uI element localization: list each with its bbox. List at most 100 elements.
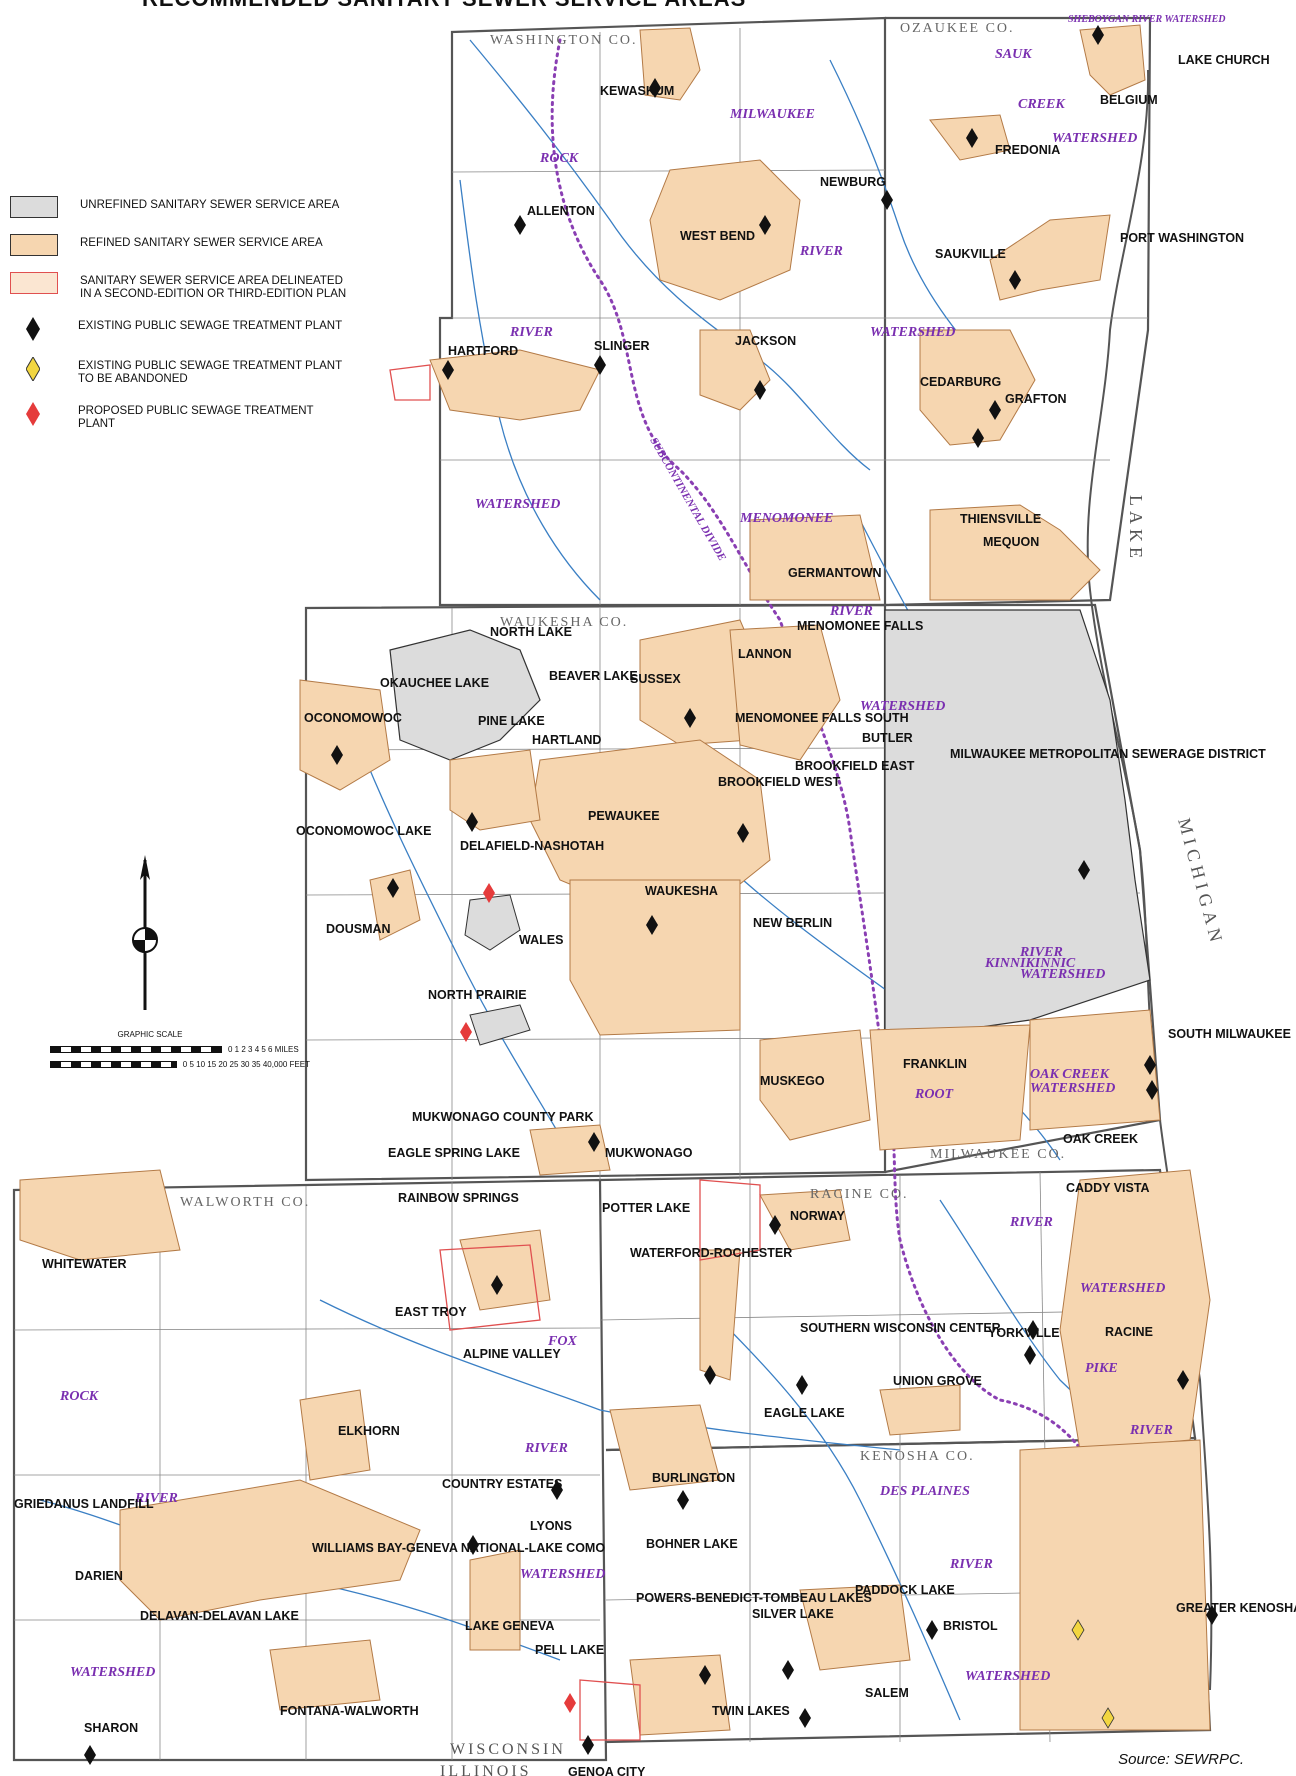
place-label: BOHNER LAKE: [646, 1537, 738, 1551]
county-labels: WASHINGTON CO. OZAUKEE CO. WAUKESHA CO. …: [180, 21, 1066, 1464]
place-label: PELL LAKE: [535, 1643, 604, 1657]
watershed-label: WATERSHED: [475, 497, 560, 512]
place-label: LAKE CHURCH: [1178, 53, 1270, 67]
place-label: FRANKLIN: [903, 1057, 967, 1071]
county-label: RACINE CO.: [810, 1187, 909, 1202]
wales-unrefined-area: [464, 894, 521, 951]
edition-outlines: [389, 364, 761, 1741]
watershed-label: WATERSHED: [1030, 1081, 1115, 1096]
place-label: SALEM: [865, 1686, 909, 1700]
place-label: MENOMONEE FALLS SOUTH: [735, 711, 909, 725]
place-label: WATERFORD-ROCHESTER: [630, 1246, 792, 1260]
watershed-label: WATERSHED: [860, 699, 945, 714]
place-label: WHITEWATER: [42, 1257, 126, 1271]
legend-item-proposed-plant: PROPOSED PUBLIC SEWAGE TREATMENT PLANT: [10, 402, 350, 431]
place-label: SOUTHERN WISCONSIN CENTER: [800, 1321, 1001, 1335]
watershed-label: ROOT: [914, 1087, 955, 1102]
place-label: MILWAUKEE METROPOLITAN SEWERAGE DISTRICT: [950, 747, 1266, 761]
legend-item-unrefined: UNREFINED SANITARY SEWER SERVICE AREA: [10, 196, 350, 218]
watershed-label: WATERSHED: [1080, 1281, 1165, 1296]
watershed-label: RIVER: [949, 1557, 993, 1572]
county-label: OZAUKEE CO.: [900, 21, 1015, 36]
legend-item-existing-plant: EXISTING PUBLIC SEWAGE TREATMENT PLANT: [10, 317, 350, 341]
watershed-label: RIVER: [1129, 1423, 1173, 1438]
place-label: GRIEDANUS LANDFILL: [14, 1497, 154, 1511]
place-label: BROOKFIELD WEST: [718, 775, 841, 789]
place-label: PEWAUKEE: [588, 809, 660, 823]
lake-label: MICHIGAN: [1174, 816, 1227, 949]
place-label: DARIEN: [75, 1569, 123, 1583]
graphic-scale: GRAPHIC SCALE 0 1 2 3 4 5 6 MILES 0 5 10…: [50, 1030, 310, 1075]
legend-item-refined: REFINED SANITARY SEWER SERVICE AREA: [10, 234, 350, 256]
place-label: BELGIUM: [1100, 93, 1158, 107]
watershed-label: RIVER: [134, 1491, 178, 1506]
legend-item-edition: SANITARY SEWER SERVICE AREA DELINEATED I…: [10, 272, 350, 301]
place-label: WILLIAMS BAY-GENEVA NATIONAL-LAKE COMO: [312, 1541, 605, 1555]
place-label: SOUTH MILWAUKEE: [1168, 1027, 1291, 1041]
place-label: OKAUCHEE LAKE: [380, 676, 489, 690]
lake-label: LAKE: [1126, 495, 1146, 563]
place-label: DELAVAN-DELAVAN LAKE: [140, 1609, 299, 1623]
watershed-label: SAUK: [995, 47, 1033, 62]
place-label: WAUKESHA: [645, 884, 718, 898]
place-label: POTTER LAKE: [602, 1201, 690, 1215]
place-label: MUKWONAGO COUNTY PARK: [412, 1110, 593, 1124]
place-label: YORKVILLE: [988, 1326, 1060, 1340]
scale-title: GRAPHIC SCALE: [117, 1030, 183, 1039]
place-label: FREDONIA: [995, 143, 1060, 157]
place-label: MENOMONEE FALLS: [797, 619, 923, 633]
place-label: BRISTOL: [943, 1619, 998, 1633]
county-label: WALWORTH CO.: [180, 1195, 310, 1210]
county-label: KENOSHA CO.: [860, 1449, 975, 1464]
place-label: NORTH PRAIRIE: [428, 988, 527, 1002]
county-label: MILWAUKEE CO.: [930, 1147, 1066, 1162]
watershed-label: WATERSHED: [1052, 131, 1137, 146]
place-label: NEW BERLIN: [753, 916, 832, 930]
place-label: TWIN LAKES: [712, 1704, 790, 1718]
watershed-label: ROCK: [59, 1389, 100, 1404]
north-arrow: [132, 855, 158, 1010]
watershed-label: WATERSHED: [520, 1567, 605, 1582]
north-prairie-unrefined-area: [469, 1004, 531, 1046]
place-labels: KEWASKUM LAKE CHURCH BELGIUM FREDONIA NE…: [14, 53, 1296, 1776]
place-label: UNION GROVE: [893, 1374, 982, 1388]
abandon-plants: [1071, 1619, 1115, 1729]
scale-miles-label: 0 1 2 3 4 5 6 MILES: [228, 1045, 299, 1054]
place-label: PINE LAKE: [478, 714, 545, 728]
place-label: FONTANA-WALWORTH: [280, 1704, 419, 1718]
place-label: WEST BEND: [680, 229, 755, 243]
place-label: BEAVER LAKE: [549, 669, 638, 683]
watershed-label: RIVER: [1009, 1215, 1053, 1230]
state-label: ILLINOIS: [440, 1763, 532, 1776]
place-label: THIENSVILLE: [960, 512, 1041, 526]
watershed-label: WATERSHED: [70, 1665, 155, 1680]
scale-bar-miles: [50, 1046, 222, 1053]
county-label: WAUKESHA CO.: [500, 615, 628, 630]
legend-item-abandon-plant: EXISTING PUBLIC SEWAGE TREATMENT PLANT T…: [10, 357, 350, 386]
place-label: HARTFORD: [448, 344, 518, 358]
watershed-label: DES PLAINES: [879, 1484, 970, 1499]
treatment-plants: [84, 25, 1218, 1765]
place-label: BROOKFIELD EAST: [795, 759, 915, 773]
watershed-label: RIVER: [829, 604, 873, 619]
watershed-label: RIVER: [524, 1441, 568, 1456]
watershed-label: MILWAUKEE: [729, 107, 815, 122]
place-label: ALLENTON: [527, 204, 595, 218]
legend-label: EXISTING PUBLIC SEWAGE TREATMENT PLANT T…: [78, 360, 342, 385]
place-label: GREATER KENOSHA: [1176, 1601, 1296, 1615]
existing-plants: [84, 25, 1218, 1765]
scale-bar-feet: [50, 1061, 177, 1068]
watershed-label: WATERSHED: [870, 325, 955, 340]
subcontinental-divide: [550, 38, 1132, 1702]
place-label: PORT WASHINGTON: [1120, 231, 1244, 245]
place-label: SHARON: [84, 1721, 138, 1735]
place-label: BURLINGTON: [652, 1471, 735, 1485]
place-label: LYONS: [530, 1519, 572, 1533]
abandon-plant-icon: [26, 357, 40, 381]
place-label: GENOA CITY: [568, 1765, 646, 1776]
place-label: HARTLAND: [532, 733, 601, 747]
place-label: NORWAY: [790, 1209, 846, 1223]
place-label: RAINBOW SPRINGS: [398, 1191, 519, 1205]
